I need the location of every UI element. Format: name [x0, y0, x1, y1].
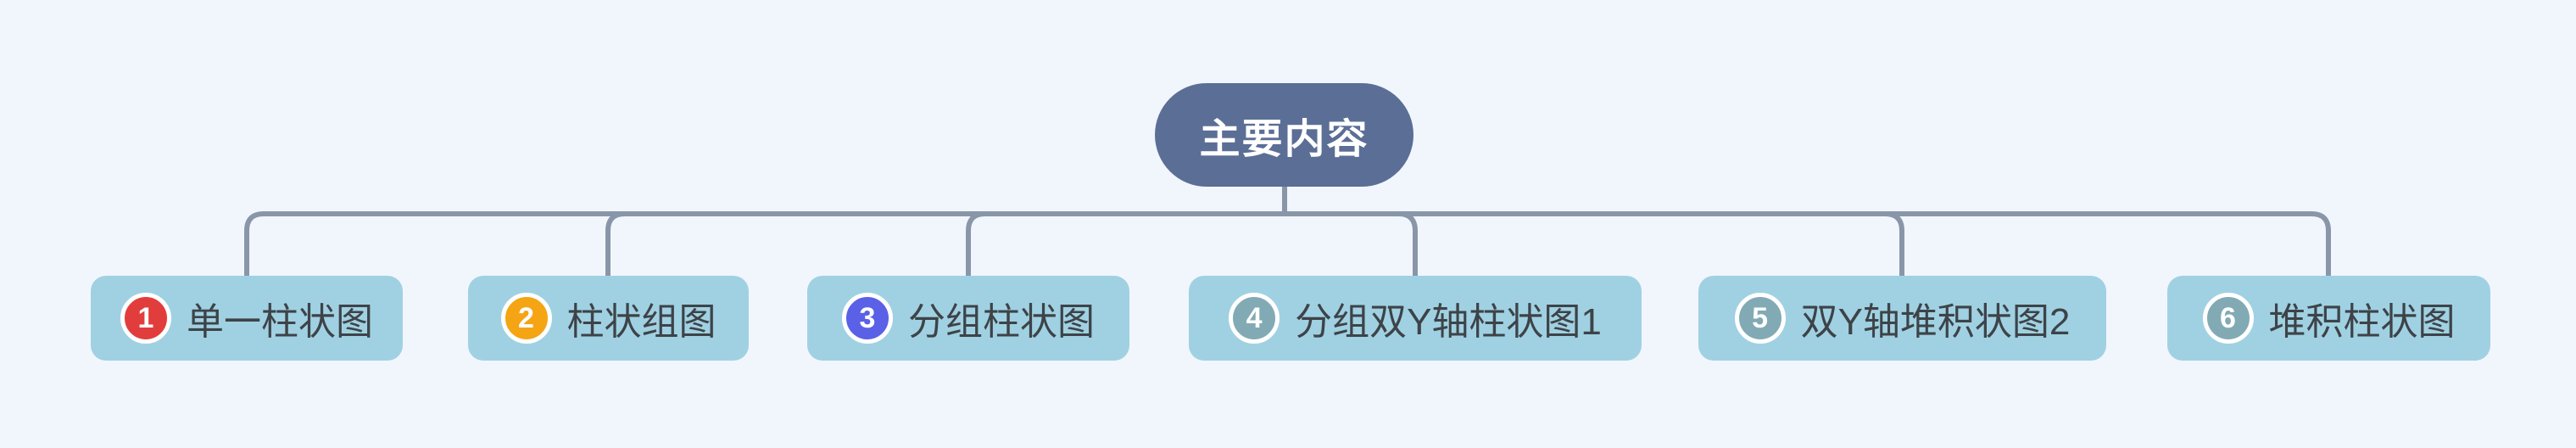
- numbered-badge-icon: 6: [2202, 293, 2254, 344]
- connector-child-1: [244, 211, 1287, 279]
- node-label: 柱状组图: [566, 301, 716, 343]
- node-label: 单一柱状图: [187, 301, 373, 343]
- numbered-badge-icon: 1: [120, 293, 171, 344]
- node-grouped-dual-y-bar-chart-1[interactable]: 4 分组双Y轴柱状图1: [1189, 276, 1642, 361]
- connector-child-2: [605, 211, 1287, 279]
- connector-child-6: [1282, 211, 2331, 279]
- node-label: 堆积柱状图: [2268, 301, 2456, 343]
- connector-group: [244, 183, 2331, 279]
- node-label: 双Y轴堆积状图2: [1800, 301, 2071, 343]
- node-label: 分组柱状图: [908, 301, 1095, 343]
- root-node-label: 主要内容: [1199, 117, 1369, 162]
- node-single-bar-chart[interactable]: 1 单一柱状图: [91, 276, 403, 361]
- numbered-badge-icon: 4: [1229, 293, 1280, 344]
- connector-child-4: [1282, 211, 1418, 279]
- connector-child-5: [1282, 211, 1904, 279]
- root-node[interactable]: 主要内容: [1155, 83, 1413, 187]
- node-grouped-bar-chart[interactable]: 3 分组柱状图: [807, 276, 1129, 361]
- numbered-badge-icon: 5: [1734, 293, 1786, 344]
- node-label: 分组双Y轴柱状图1: [1295, 301, 1602, 343]
- node-stacked-bar-chart[interactable]: 6 堆积柱状图: [2167, 276, 2490, 361]
- numbered-badge-icon: 3: [842, 293, 893, 344]
- connector-child-3: [966, 211, 1287, 279]
- node-bar-group-chart[interactable]: 2 柱状组图: [468, 276, 749, 361]
- numbered-badge-icon: 2: [500, 293, 552, 344]
- node-dual-y-stacked-chart-2[interactable]: 5 双Y轴堆积状图2: [1698, 276, 2106, 361]
